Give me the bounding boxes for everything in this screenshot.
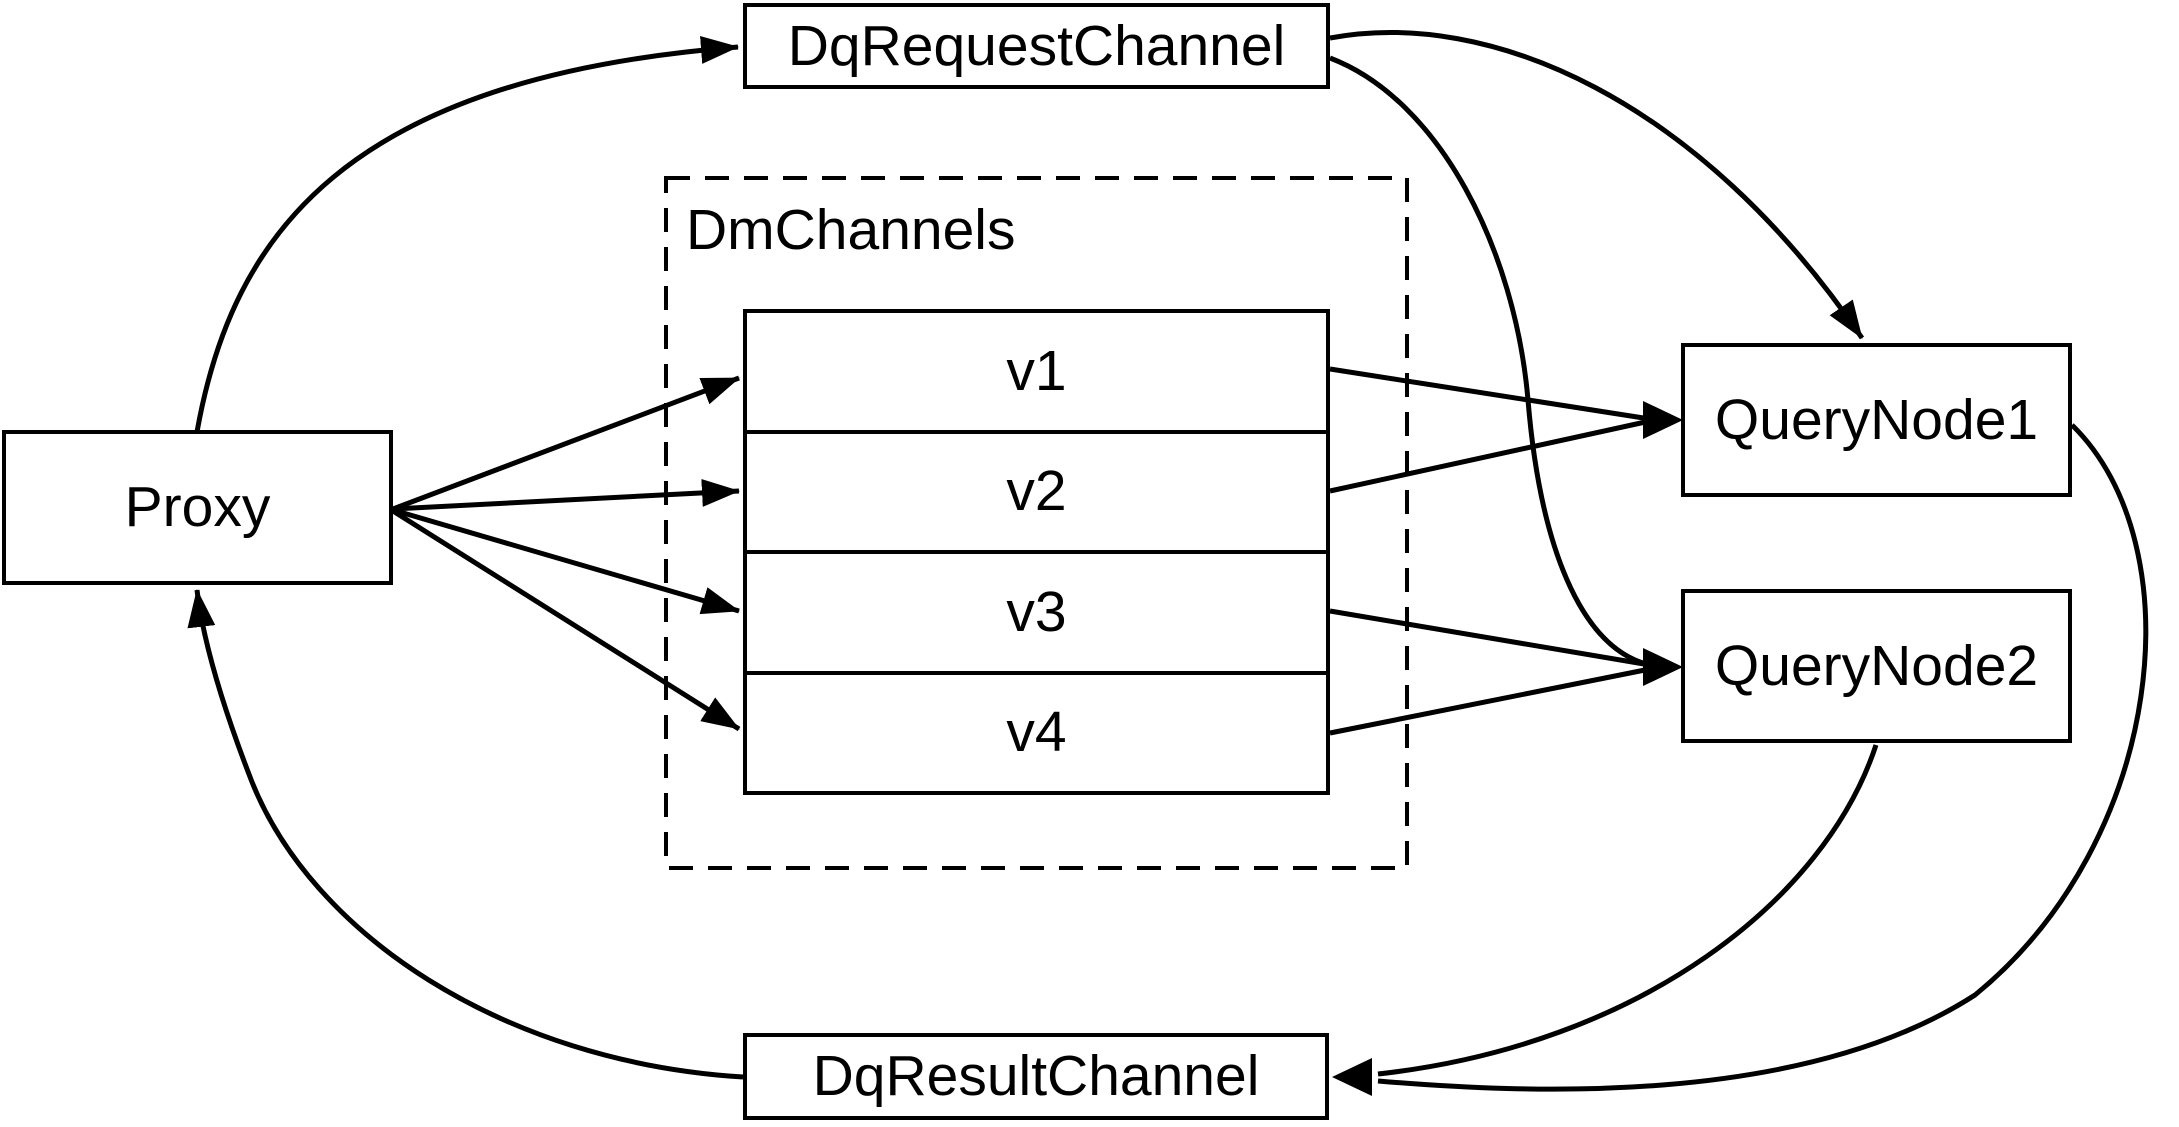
node-dqresultchannel-label: DqResultChannel [812,1044,1260,1108]
node-querynode2-label: QueryNode2 [1714,633,2039,698]
edge-dqrequestchannel-to-querynode2 [1329,55,1647,667]
dmchannels-label: DmChannels [686,198,1016,262]
channel-v2-label: v2 [1006,459,1067,524]
edge-proxy-to-v3 [392,507,740,615]
edge-v4-to-querynode2 [1329,666,1651,736]
edge-v1-to-querynode1 [1329,366,1651,422]
node-querynode1: QueryNode1 [1681,343,2072,497]
edge-dqrequestchannel-to-querynode1 [1329,30,1865,340]
node-dqrequestchannel-label: DqRequestChannel [787,13,1286,78]
edge-proxy-to-dqrequestchannel [194,35,739,433]
node-proxy-label: Proxy [124,475,271,539]
node-dqresultchannel: DqResultChannel [743,1033,1329,1120]
channel-row-v1: v1 [747,313,1326,430]
arrowhead-into-querynode1 [1643,401,1683,439]
channel-row-v3: v3 [747,550,1326,671]
edge-v3-to-querynode2 [1329,608,1651,668]
channel-row-v2: v2 [747,429,1326,551]
arrowhead-into-dqresultchannel [1332,1058,1372,1096]
dmchannels-table: v1 v2 v3 v4 [743,309,1330,795]
channel-v4-label: v4 [1006,700,1067,765]
edge-querynode1-to-dqresultchannel [1377,423,2149,1092]
edge-proxy-to-v1 [392,375,740,512]
edge-dqresultchannel-to-proxy [187,589,744,1080]
edge-proxy-to-v2 [392,478,740,512]
dmchannels-group-border [664,176,1409,870]
node-proxy: Proxy [2,430,393,585]
edge-querynode2-to-dqresultchannel [1377,744,1879,1077]
edge-v2-to-querynode1 [1329,418,1651,494]
node-querynode2: QueryNode2 [1681,589,2072,743]
node-querynode1-label: QueryNode1 [1714,387,2039,452]
node-dqrequestchannel: DqRequestChannel [743,3,1330,89]
edge-proxy-to-v4 [391,508,741,732]
channel-v1-label: v1 [1006,338,1067,403]
channel-row-v4: v4 [747,670,1326,792]
arrowhead-into-querynode2 [1643,648,1683,686]
channel-v3-label: v3 [1006,579,1067,644]
